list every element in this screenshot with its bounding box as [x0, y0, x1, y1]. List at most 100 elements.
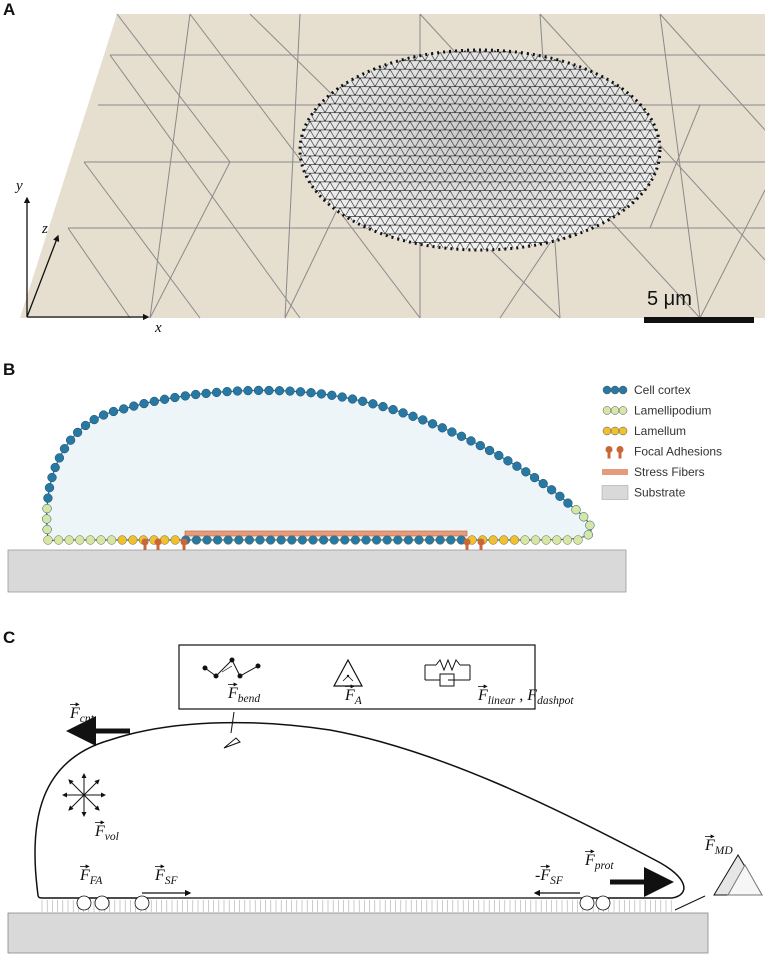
cortex-node — [201, 388, 211, 399]
force-md-label: FMD — [704, 837, 733, 857]
legend-swatch-dot — [610, 426, 620, 436]
bottom-node — [499, 535, 509, 545]
cortex-node — [456, 431, 467, 441]
legend-item: Stress Fibers — [602, 465, 705, 479]
cell-outline — [298, 48, 662, 252]
bottom-node — [128, 535, 138, 545]
cortex-node — [295, 387, 306, 397]
axis-label-y: y — [14, 178, 23, 194]
legend-swatch-dot — [618, 385, 628, 395]
force-linear-dashpot-label: Flinear , Fdashpot — [477, 687, 574, 707]
bottom-node — [562, 535, 573, 545]
cortex-node — [54, 453, 65, 463]
cortex-node — [388, 404, 398, 415]
bottom-node — [446, 535, 456, 545]
cortex-node — [368, 399, 378, 409]
cortex-node — [191, 389, 201, 400]
cortex-node — [585, 520, 595, 530]
legend-label: Cell cortex — [634, 383, 691, 397]
bottom-node — [530, 535, 541, 545]
cortex-node — [253, 385, 264, 396]
scale-bar-label: 5 μm — [647, 288, 692, 310]
bottom-node — [382, 535, 392, 545]
md-triangles-icon — [713, 854, 763, 896]
bottom-node — [361, 535, 371, 545]
bottom-node — [350, 535, 361, 545]
legend-swatch-dot — [618, 406, 628, 415]
bend-icon — [202, 657, 261, 679]
cortex-node — [427, 419, 438, 429]
bottom-node — [371, 535, 382, 545]
focal-adhesion-pin — [180, 538, 188, 550]
focal-adhesion-pin — [141, 538, 149, 550]
bottom-node — [318, 535, 329, 545]
force-sf-neg-label: -FSF — [535, 867, 564, 887]
focal-adhesion-pin — [463, 538, 471, 550]
cortex-node — [119, 404, 129, 414]
cortex-node — [447, 427, 457, 437]
cell-outline-c — [34, 721, 685, 899]
bottom-node — [106, 535, 117, 545]
cortex-node — [571, 505, 581, 515]
legend-item: Cell cortex — [602, 383, 691, 397]
force-contraction-label: Fcnt — [69, 705, 95, 725]
bottom-node — [276, 535, 286, 545]
bottom-node — [43, 535, 53, 545]
legend-label: Substrate — [634, 486, 686, 500]
bottom-node — [329, 535, 339, 545]
cortex-node — [563, 498, 573, 508]
cell-cross-section — [46, 389, 592, 542]
volume-force-icon — [62, 773, 106, 817]
bottom-node — [255, 535, 265, 545]
bottom-node — [414, 535, 424, 545]
cortex-node — [43, 493, 53, 503]
bottom-node — [424, 535, 435, 545]
bottom-node — [117, 535, 127, 545]
cortex-node — [80, 420, 91, 431]
force-protrusion-label: Fprot — [584, 852, 614, 872]
cortex-node — [42, 524, 52, 535]
bottom-node — [53, 535, 64, 545]
bottom-node — [393, 535, 403, 545]
panel-label-b: B — [3, 360, 16, 379]
legend-item: Lamellum — [602, 424, 686, 438]
cortex-node — [358, 396, 368, 406]
bottom-node — [297, 535, 308, 545]
legend-swatch-dot — [602, 426, 612, 436]
bottom-node — [552, 535, 562, 545]
cortex-node — [59, 444, 70, 454]
cortex-node — [159, 394, 170, 404]
cell-mesh — [300, 50, 660, 250]
force-volume-label: Fvol — [94, 823, 119, 843]
cortex-node — [72, 427, 83, 438]
force-sf-label: FSF — [154, 867, 179, 887]
axis-triad — [23, 196, 150, 321]
focal-adhesion-springs — [76, 895, 611, 911]
scale-bar — [644, 317, 754, 323]
cortex-node — [149, 396, 159, 407]
legend-swatch-dot — [602, 406, 612, 415]
bottom-node — [234, 535, 244, 545]
cortex-node — [222, 386, 232, 397]
bottom-node — [223, 535, 233, 545]
cortex-node — [494, 450, 504, 461]
bottom-node — [287, 535, 297, 545]
legend-item: Substrate — [601, 485, 686, 500]
cortex-node — [378, 401, 388, 412]
cortex-nodes — [42, 385, 595, 540]
cortex-node — [65, 435, 76, 445]
legend-label: Stress Fibers — [634, 465, 705, 479]
bottom-node — [520, 535, 530, 545]
legend-label: Focal Adhesions — [634, 445, 722, 459]
cortex-node — [42, 503, 52, 514]
bottom-node — [159, 535, 170, 545]
cortex-node — [211, 387, 222, 398]
legend-swatch-dot — [610, 385, 620, 395]
legend-item: Lamellipodium — [602, 404, 711, 418]
cortex-node — [306, 388, 316, 398]
legend-swatch-pin — [616, 446, 624, 453]
cortex-node — [466, 436, 476, 446]
bottom-node — [265, 535, 276, 545]
